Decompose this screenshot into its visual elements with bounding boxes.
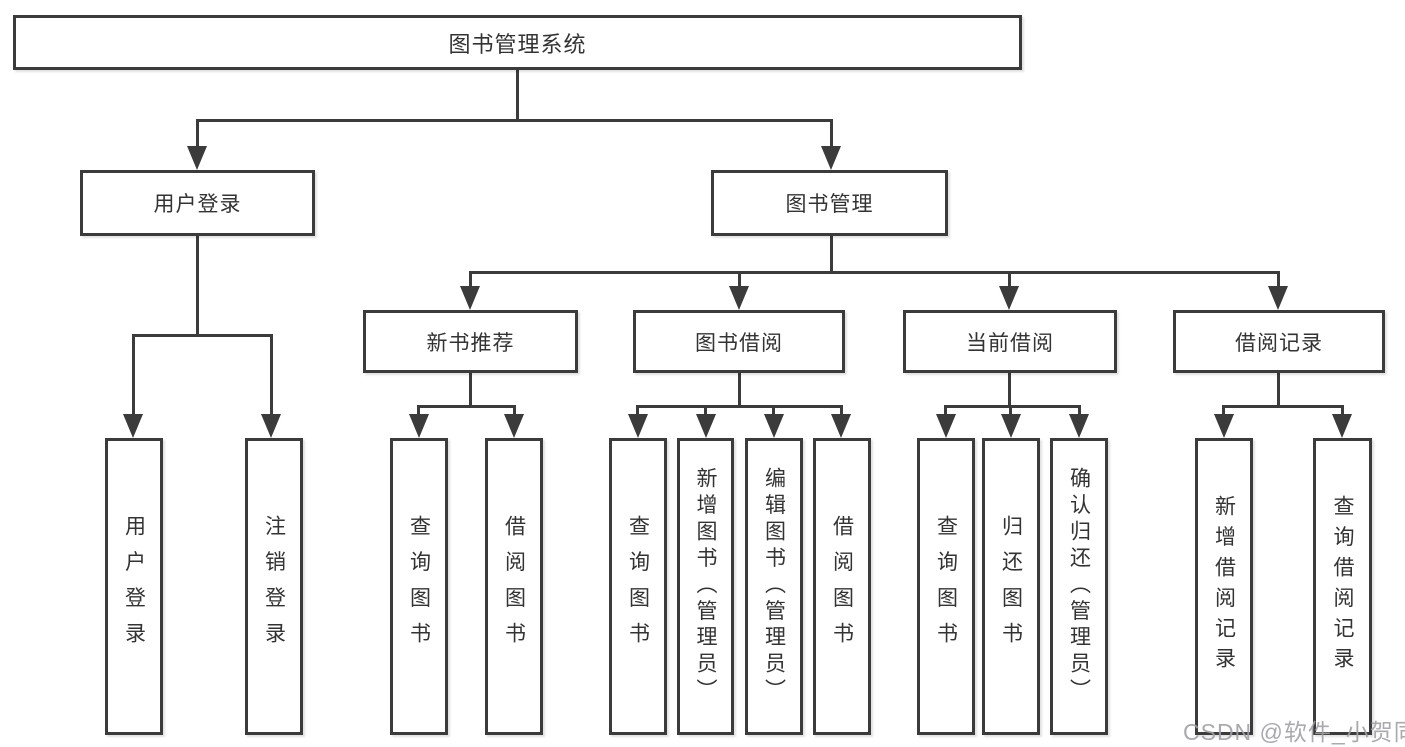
node-current-borrow: 当前借阅 [903,310,1117,373]
connector-line [636,405,639,417]
connector-line [270,334,273,416]
node-label: 图书管理 [785,193,874,216]
arrow-down-icon [1332,414,1352,438]
connector-line [1008,373,1011,408]
arrow-down-icon [409,414,429,438]
node-label: 新书推荐 [426,331,515,355]
connector-line [840,405,843,417]
watermark: CSDN @软件_小贺同学 [1183,719,1405,745]
connector-line [738,373,741,408]
arrow-down-icon [729,286,749,310]
connector-line [738,271,741,289]
connector-line [636,405,843,408]
node-user-login-leaf: 用户登录 [105,438,163,735]
node-label: 借阅图书 [830,515,854,658]
connector-line [944,405,947,417]
node-add-books-admin: 新增图书（管理员） [677,438,734,735]
connector-line [516,70,519,120]
connector-line [469,271,1280,274]
node-query-books-borrow: 查询图书 [609,438,667,735]
connector-line [1008,271,1011,289]
arrow-down-icon [696,414,716,438]
node-label: 查询借阅记录 [1331,495,1354,678]
connector-line [1222,405,1344,408]
node-label: 编辑图书（管理员） [762,467,786,706]
connector-line [417,405,516,408]
node-label: 图书借阅 [695,331,783,355]
arrow-down-icon [187,146,207,170]
arrow-down-icon [1268,286,1288,310]
node-borrow-records: 借阅记录 [1173,310,1385,373]
connector-line [417,405,420,417]
connector-line [1009,405,1012,417]
arrow-down-icon [261,414,281,438]
connector-line [1078,405,1081,417]
node-logout: 注销登录 [245,438,303,735]
arrow-down-icon [504,414,524,438]
node-borrow-books-leaf: 借阅图书 [813,438,871,735]
arrow-down-icon [460,286,480,310]
node-label: 新增图书（管理员） [694,467,717,706]
node-label: 用户登录 [153,193,242,216]
connector-line [944,405,1081,408]
arrow-down-icon [764,414,784,438]
arrow-down-icon [936,414,956,438]
node-label: 当前借阅 [966,331,1054,355]
arrow-down-icon [123,414,143,438]
node-label: 图书管理系统 [448,31,587,57]
connector-line [469,271,472,289]
arrow-down-icon [628,414,648,438]
node-label: 查询图书 [934,515,958,658]
arrow-down-icon [1001,414,1021,438]
node-label: 新增借阅记录 [1212,495,1236,678]
connector-line [1277,373,1280,408]
connector-line [132,334,273,337]
node-user-login: 用户登录 [80,170,315,236]
connector-line [196,119,833,122]
arrow-down-icon [821,146,841,170]
node-root: 图书管理系统 [13,15,1022,70]
arrow-down-icon [831,414,851,438]
node-label: 确认归还（管理员） [1067,467,1091,706]
node-label: 归还图书 [999,515,1023,658]
connector-line [469,373,472,408]
node-label: 借阅记录 [1235,331,1323,355]
node-label: 用户登录 [122,515,146,658]
node-query-books-current: 查询图书 [917,438,975,735]
node-label: 注销登录 [262,515,286,658]
connector-line [196,119,199,148]
connector-line [704,405,707,417]
connector-line [830,119,833,148]
arrow-down-icon [999,286,1019,310]
node-label: 查询图书 [407,515,431,658]
node-label: 借阅图书 [502,515,526,658]
node-return-books: 归还图书 [982,438,1040,735]
connector-line [1277,271,1280,289]
connector-line [1341,405,1344,417]
node-query-books-recommend: 查询图书 [390,438,448,735]
node-confirm-return-admin: 确认归还（管理员） [1050,438,1108,735]
node-book-management: 图书管理 [711,170,948,236]
arrow-down-icon [1069,414,1089,438]
node-label: 查询图书 [626,515,650,658]
node-book-borrow: 图书借阅 [633,310,845,373]
connector-line [513,405,516,417]
connector-line [1222,405,1225,417]
node-query-borrow-record: 查询借阅记录 [1313,438,1372,735]
arrow-down-icon [1214,414,1234,438]
node-add-borrow-record: 新增借阅记录 [1195,438,1253,735]
connector-line [132,334,135,416]
connector-line [830,236,833,273]
connector-line [196,236,199,337]
node-edit-books-admin: 编辑图书（管理员） [745,438,803,735]
node-new-book-recommend: 新书推荐 [363,310,578,373]
connector-line [772,405,775,417]
node-borrow-books-recommend: 借阅图书 [485,438,543,735]
